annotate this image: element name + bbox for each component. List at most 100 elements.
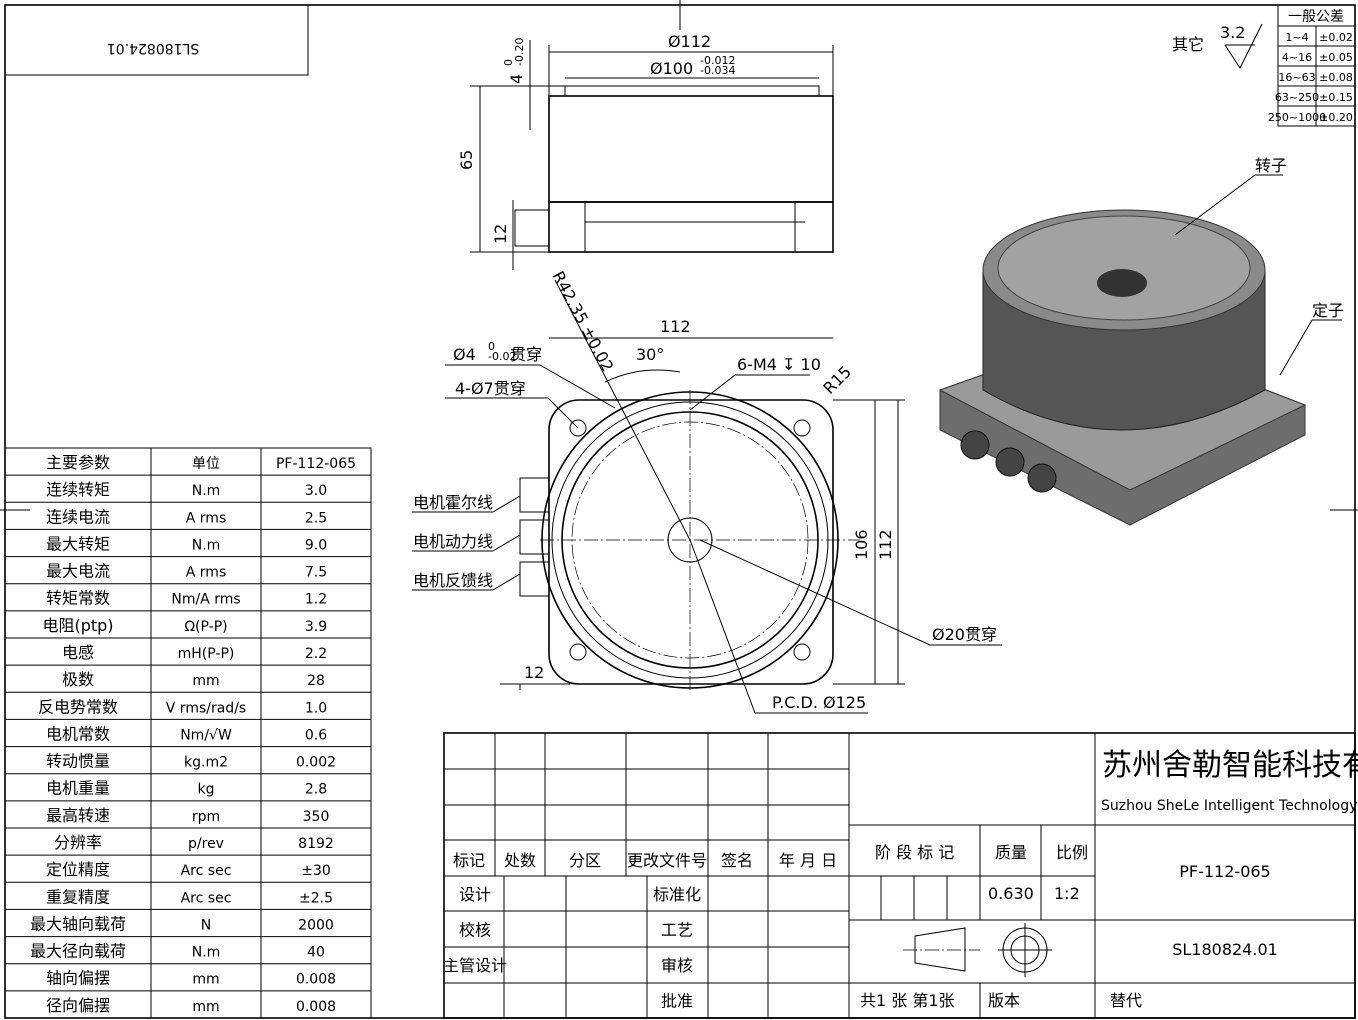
dim-h4: 4: [507, 74, 526, 84]
revision-header: 更改文件号: [627, 851, 707, 870]
param-unit: N.m: [192, 483, 221, 499]
scale-value: 1:2: [1054, 884, 1080, 903]
tolerance-range: 250~1000: [1268, 111, 1326, 124]
param-value: 28: [307, 673, 325, 689]
dim-bottom12: 12: [524, 663, 544, 682]
dim-d100-tol-up: -0.012: [700, 54, 735, 67]
rotor-label: 转子: [1255, 156, 1287, 175]
mount-hole-icon: [793, 419, 811, 437]
revision-header: 分区: [569, 851, 601, 870]
sign-role: 主管设计: [443, 956, 507, 975]
param-value: ±30: [301, 863, 331, 879]
param-value: 8192: [298, 836, 334, 852]
mount-hole-icon: [793, 643, 811, 661]
mass-label: 质量: [995, 843, 1027, 862]
param-unit: kg: [198, 782, 215, 798]
param-unit: Nm/√W: [180, 727, 232, 743]
param-name: 最大转矩: [46, 534, 110, 553]
cable-gland-icon: [519, 561, 550, 597]
param-unit: mm: [192, 972, 219, 988]
tolerance-range: 16~63: [1278, 71, 1315, 84]
stator-label: 定子: [1312, 301, 1344, 320]
scale-label: 比例: [1056, 843, 1088, 862]
param-unit: mH(P-P): [178, 646, 235, 662]
version-label: 版本: [988, 991, 1020, 1010]
dim-h65: 65: [457, 150, 476, 170]
param-name: 电阻(ptp): [42, 616, 113, 635]
tolerance-value: ±0.08: [1319, 71, 1353, 84]
dim-v106: 106: [852, 529, 871, 560]
tolerance-range: 4~16: [1282, 51, 1312, 64]
param-value: 0.008: [296, 972, 336, 988]
title-block: 阶 段 标 记 质量 比例 0.630 1:2 苏州舍勒智能科技有限公司 Suz…: [443, 732, 1358, 1019]
param-value: 9.0: [305, 537, 327, 553]
param-name: 连续电流: [46, 507, 110, 526]
sheet-count: 共1 张 第1张: [860, 991, 955, 1010]
stage-label: 阶 段 标 记: [875, 843, 954, 862]
param-name: 定位精度: [46, 860, 110, 879]
cable-gland-icon: [514, 209, 550, 247]
param-value: 1.0: [305, 700, 327, 716]
param-value: 1.2: [305, 592, 327, 608]
param-name: 最大电流: [46, 562, 110, 581]
param-name: 反电势常数: [38, 697, 118, 716]
sign-role: 设计: [459, 885, 491, 904]
param-name: 极数: [62, 670, 94, 689]
param-value: 3.0: [305, 483, 327, 499]
company-name-en: Suzhou SheLe Intelligent Technology Co.,…: [1101, 798, 1358, 814]
top-view: 112 R42.35 ±0.02 30° 6-M4 ↧ 10 R15 Ø4 0 …: [412, 268, 1002, 714]
roughness-symbol-icon: [1224, 23, 1263, 70]
param-unit: A rms: [186, 565, 226, 581]
param-value: 0.6: [305, 727, 327, 743]
dim-pcd: P.C.D. Ø125: [772, 693, 866, 712]
param-unit: kg.m2: [184, 755, 228, 771]
sign-role: 工艺: [661, 921, 693, 940]
param-name: 分辨率: [54, 833, 102, 852]
param-unit: Arc sec: [181, 890, 232, 906]
param-name: 轴向偏摆: [46, 969, 110, 988]
param-unit: V rms/rad/s: [166, 700, 246, 716]
param-name: 电机常数: [46, 724, 110, 743]
param-unit: N.m: [192, 537, 221, 553]
company-name-cn: 苏州舍勒智能科技有限公司: [1102, 748, 1358, 783]
param-unit: mm: [192, 999, 219, 1015]
param-name: 重复精度: [46, 887, 110, 906]
param-unit: N: [201, 917, 211, 933]
dim-v112: 112: [876, 529, 895, 560]
sign-role: 批准: [661, 992, 693, 1011]
revision-header: 签名: [721, 851, 753, 870]
param-value: ±2.5: [299, 890, 333, 906]
dim-holes: 4-Ø7贯穿: [455, 379, 526, 398]
dim-r42: R42.35 ±0.02: [548, 268, 617, 375]
tolerance-value: ±0.05: [1319, 51, 1353, 64]
revision-header: 处数: [504, 851, 536, 870]
param-value: 3.9: [305, 619, 327, 635]
front-view: Ø112 Ø100 -0.012 -0.034 4 0 -0.20 65 12: [457, 32, 834, 270]
param-name: 电机重量: [46, 779, 110, 798]
dim-d100: Ø100: [650, 59, 693, 78]
model-number: PF-112-065: [1179, 862, 1270, 881]
dim-r15: R15: [819, 362, 855, 398]
param-unit: 单位: [192, 456, 220, 472]
param-name: 最高转速: [46, 806, 110, 825]
param-value: 0.008: [296, 999, 336, 1015]
rotated-drawing-number: SL180824.01: [107, 40, 199, 56]
dim-h12: 12: [491, 224, 510, 244]
sign-role: 校核: [459, 921, 491, 940]
param-name: 电感: [62, 643, 94, 662]
cable-gland-icon: [519, 477, 550, 513]
param-name: 连续转矩: [46, 480, 110, 499]
cable-label: 电机霍尔线: [413, 493, 493, 512]
tolerance-value: ±0.02: [1319, 31, 1353, 44]
tolerance-range: 63~250: [1275, 91, 1319, 104]
param-value: 2.5: [305, 510, 327, 526]
param-value: 2.2: [305, 646, 327, 662]
dim-pin-suffix: 贯穿: [510, 345, 542, 364]
sign-role: 标准化: [653, 885, 701, 904]
param-value: 2000: [298, 917, 334, 933]
param-value: 0.002: [296, 755, 336, 771]
param-unit: Ω(P-P): [184, 619, 227, 635]
dim-w112: 112: [660, 317, 691, 336]
